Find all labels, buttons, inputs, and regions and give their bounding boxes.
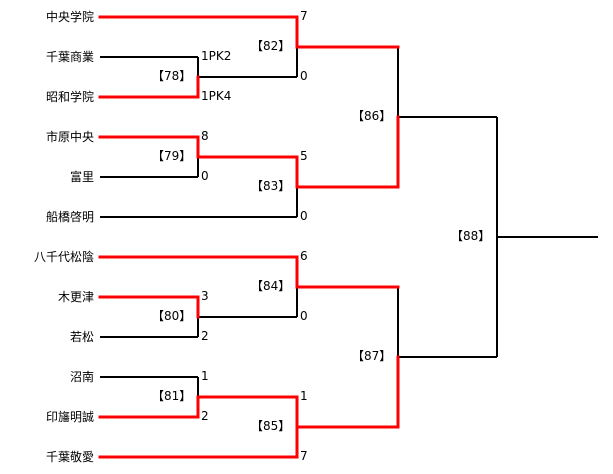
match-label-83: 【83】 xyxy=(251,179,291,193)
score: 3 xyxy=(201,289,209,303)
score: 7 xyxy=(300,9,308,23)
team-name: 八千代松陰 xyxy=(33,250,94,264)
team-name: 印旛明誠 xyxy=(45,410,94,424)
path-chuo-gakuin xyxy=(98,15,400,49)
score: 5 xyxy=(300,149,308,163)
team-name: 昭和学院 xyxy=(45,90,94,104)
team-name: 若松 xyxy=(69,330,94,344)
score: 1PK2 xyxy=(201,49,232,63)
team-name: 市原中央 xyxy=(45,130,94,144)
bracket-red-lines xyxy=(98,15,400,459)
team-name: 船橋啓明 xyxy=(45,210,94,224)
team-name: 木更津 xyxy=(57,290,94,304)
match-label-81: 【81】 xyxy=(152,389,192,403)
match-label-85: 【85】 xyxy=(251,419,291,433)
score: 2 xyxy=(201,409,209,423)
match-label-80: 【80】 xyxy=(152,309,192,323)
score: 0 xyxy=(300,309,308,323)
bracket-black-lines xyxy=(100,47,598,427)
path-showa-gakuin xyxy=(98,75,200,99)
score: 0 xyxy=(201,169,209,183)
team-name: 中央学院 xyxy=(45,10,94,24)
match-label-84: 【84】 xyxy=(251,279,291,293)
path-kisarazu xyxy=(98,295,200,319)
team-name: 千葉敬愛 xyxy=(45,450,94,464)
score: 1 xyxy=(300,389,308,403)
path-inba-meisei xyxy=(98,355,400,429)
score: 8 xyxy=(201,129,209,143)
score: 0 xyxy=(300,209,308,223)
path-yachiyo-shoin xyxy=(98,255,400,289)
score: 1 xyxy=(201,369,209,383)
team-name: 千葉商業 xyxy=(45,50,94,64)
match-label-87: 【87】 xyxy=(352,349,392,363)
match-label-78: 【78】 xyxy=(152,69,192,83)
match-label-88: 【88】 xyxy=(451,229,491,243)
path-chiba-keiai xyxy=(98,425,299,459)
match-label-82: 【82】 xyxy=(251,39,291,53)
score: 7 xyxy=(300,449,308,463)
score: 1PK4 xyxy=(201,89,232,103)
score: 0 xyxy=(300,69,308,83)
team-name: 沼南 xyxy=(69,370,94,384)
score: 2 xyxy=(201,329,209,343)
path-ichihara-chuo xyxy=(98,115,400,189)
score: 6 xyxy=(300,249,308,263)
team-name: 富里 xyxy=(69,170,94,184)
match-label-79: 【79】 xyxy=(152,149,192,163)
match-label-86: 【86】 xyxy=(352,109,392,123)
